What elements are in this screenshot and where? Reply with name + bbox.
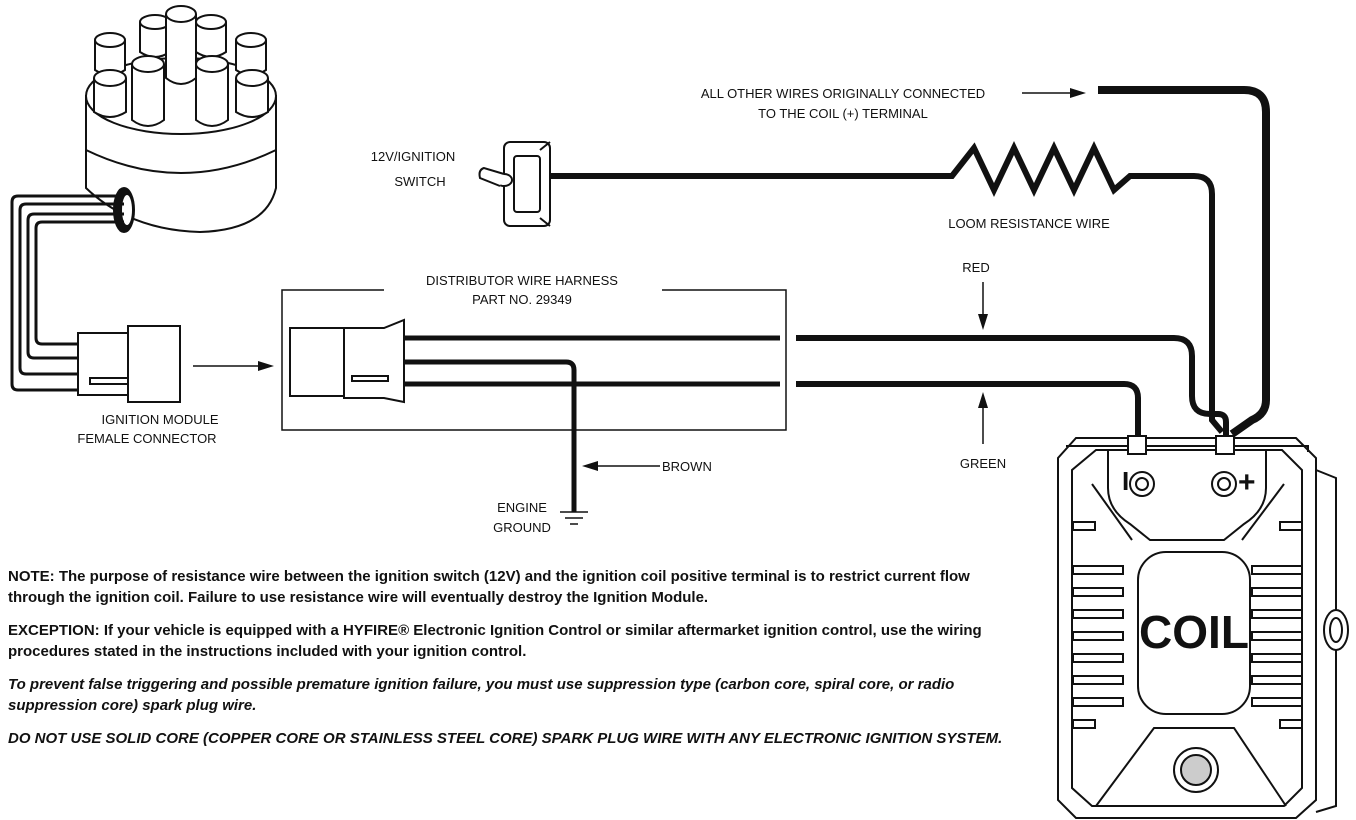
other-wires-label-2: TO THE COIL (+) TERMINAL [758, 106, 928, 121]
green-arrow [978, 392, 988, 444]
exception-paragraph: EXCEPTION: If your vehicle is equipped w… [8, 622, 982, 660]
notes-section: NOTE: The purpose of resistance wire bet… [8, 566, 1008, 749]
red-wire [796, 335, 1229, 436]
harness-bracket [281, 289, 787, 431]
module-label-1: IGNITION MODULE [101, 412, 218, 427]
coil-positive-mark: + [1238, 466, 1256, 499]
connect-arrow [193, 361, 274, 371]
green-wire [796, 381, 1141, 438]
switch-label-1: 12V/IGNITION [371, 149, 456, 164]
module-female-connector [77, 325, 181, 403]
harness-label-2: PART NO. 29349 [472, 292, 572, 307]
harness-wires [404, 335, 780, 512]
ground-label-1: ENGINE [497, 500, 547, 515]
ground-symbol [560, 511, 588, 525]
note-paragraph: NOTE: The purpose of resistance wire bet… [8, 568, 970, 606]
other-wires-arrow [1022, 88, 1086, 98]
harness-label-1: DISTRIBUTOR WIRE HARNESS [426, 273, 618, 288]
ground-label-2: GROUND [493, 520, 551, 535]
coil-negative-mark: I [1122, 466, 1129, 496]
coil-negative-terminal [1127, 435, 1155, 497]
loom-resistance-wire [938, 141, 1225, 434]
suppression-paragraph: To prevent false triggering and possible… [8, 676, 955, 714]
distributor-cap [85, 5, 277, 234]
switch-label-2: SWITCH [394, 174, 445, 189]
ignition-coil [1057, 437, 1349, 819]
other-coil-wires [1098, 86, 1270, 438]
coil-positive-terminal [1211, 435, 1237, 497]
coil-label: COIL [1139, 606, 1249, 658]
harness-male-connector [289, 318, 405, 404]
module-label-2: FEMALE CONNECTOR [77, 431, 216, 446]
loom-resistance-label: LOOM RESISTANCE WIRE [948, 216, 1110, 231]
brown-arrow [582, 461, 660, 471]
ignition-switch [478, 141, 551, 227]
warning-paragraph: DO NOT USE SOLID CORE (COPPER CORE OR ST… [8, 730, 1003, 747]
red-arrow [978, 282, 988, 330]
other-wires-label-1: ALL OTHER WIRES ORIGINALLY CONNECTED [701, 86, 985, 101]
green-label: GREEN [960, 456, 1006, 471]
brown-label: BROWN [662, 459, 712, 474]
distributor-pickup-wires [10, 194, 124, 392]
red-label: RED [962, 260, 989, 275]
